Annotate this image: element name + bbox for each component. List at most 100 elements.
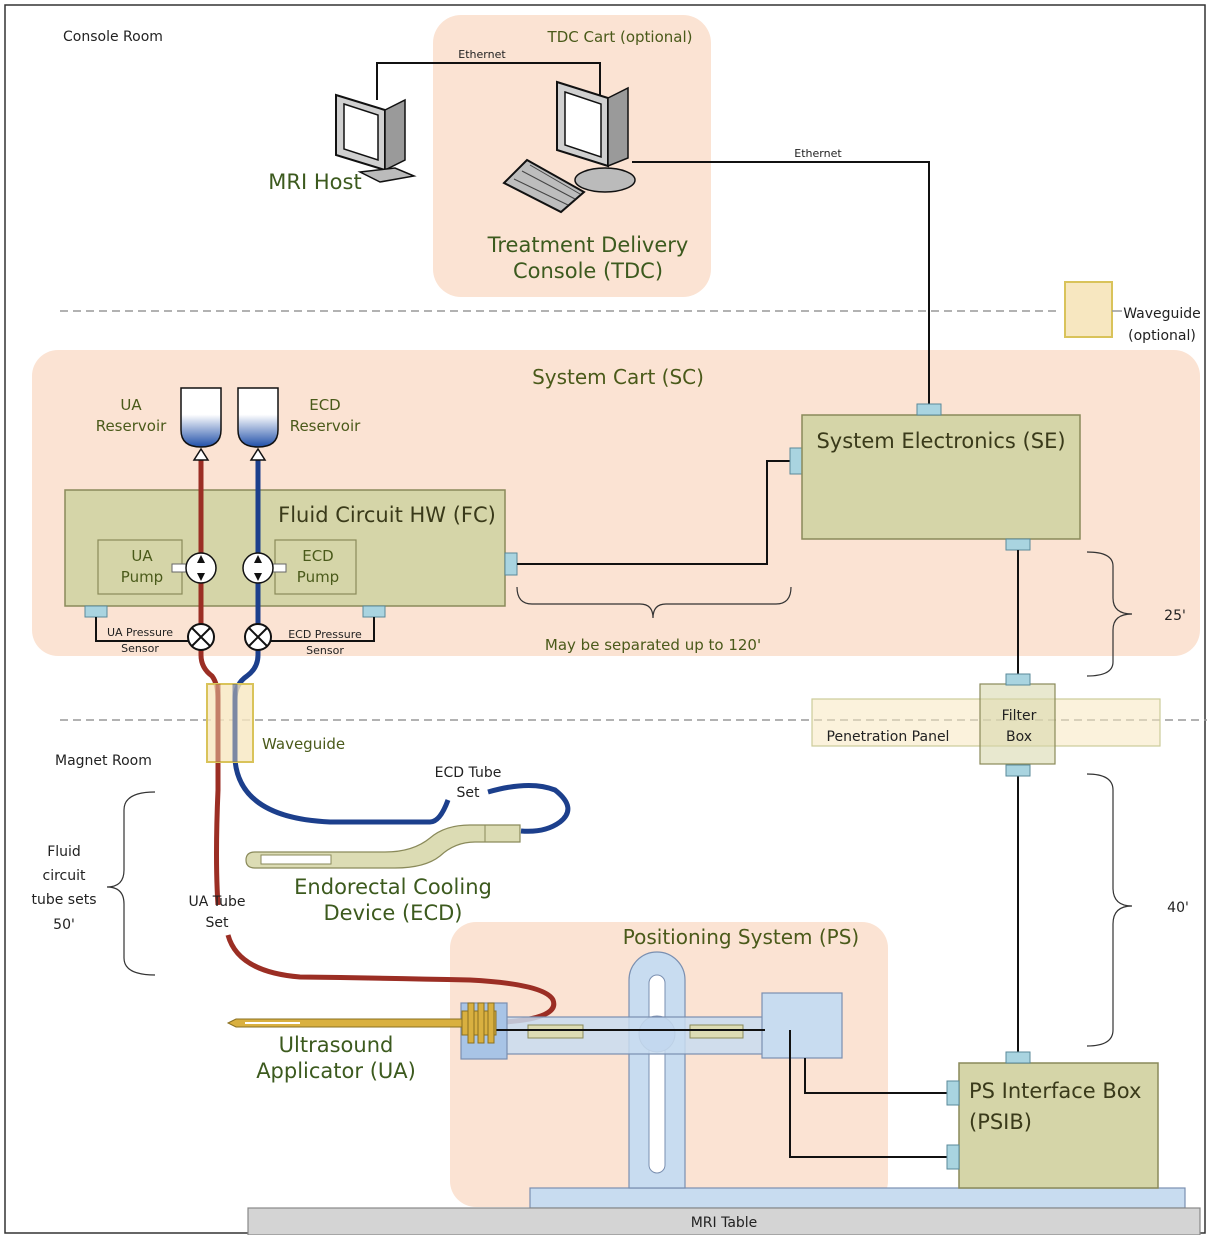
mri-host-label: MRI Host bbox=[268, 170, 361, 194]
se-left-connector bbox=[789, 447, 803, 475]
tdc-cart-zone bbox=[433, 15, 711, 297]
fluid-sets-label-line2: circuit bbox=[43, 868, 86, 884]
ecd-pump-label-line1: ECD bbox=[302, 547, 334, 565]
ua-tube-to-applicator bbox=[225, 934, 557, 1025]
ua-tube-label-line1: UA Tube bbox=[188, 894, 245, 910]
system-electronics-label: System Electronics (SE) bbox=[816, 429, 1065, 453]
filter-box bbox=[979, 683, 1056, 765]
filter-top-connector bbox=[1005, 673, 1031, 686]
reservoir-icon bbox=[180, 387, 222, 448]
ps-arm-slider-left bbox=[527, 1024, 584, 1039]
ua-label-line1: Ultrasound bbox=[279, 1033, 394, 1057]
console-room-label: Console Room bbox=[63, 29, 163, 45]
pump-icon bbox=[242, 552, 287, 584]
waveguide-legend-swatch bbox=[1064, 281, 1113, 338]
ua-pump-label-line2: Pump bbox=[121, 568, 163, 586]
ua-reservoir-label-line1: UA bbox=[120, 396, 142, 414]
ua-pump-box bbox=[97, 539, 183, 595]
ps-arm-slider-right bbox=[689, 1024, 744, 1039]
psib-left-connector-2 bbox=[946, 1144, 960, 1170]
se-top-connector bbox=[916, 403, 942, 416]
brace-icon bbox=[516, 586, 792, 619]
ecd-pressure-label-line2: Sensor bbox=[306, 644, 344, 657]
waveguide-legend-line2: (optional) bbox=[1128, 328, 1196, 344]
tdc-label-line2: Console (TDC) bbox=[513, 259, 663, 283]
ua-pressure-wire bbox=[95, 617, 188, 642]
filter-box-label-line1: Filter bbox=[1002, 708, 1037, 724]
ecd-tube-return bbox=[487, 782, 571, 834]
valve-icon bbox=[244, 623, 272, 651]
se-bottom-connector bbox=[1005, 538, 1031, 551]
ps-psib-cable-2 bbox=[789, 1030, 948, 1158]
fluid-circuit-label: Fluid Circuit HW (FC) bbox=[278, 503, 496, 527]
separated-label: May be separated up to 120' bbox=[545, 636, 761, 654]
pump-icon bbox=[171, 552, 217, 584]
ecd-device-label-line2: Device (ECD) bbox=[324, 901, 463, 925]
brace-icon bbox=[1086, 773, 1133, 1047]
brace-icon bbox=[106, 791, 156, 976]
ecd-reservoir-label-line2: Reservoir bbox=[290, 417, 361, 435]
ecd-device-window bbox=[260, 854, 332, 865]
dist-40-label: 40' bbox=[1167, 900, 1189, 916]
penetration-panel-label: Penetration Panel bbox=[827, 729, 950, 745]
ecd-tube-label-line2: Set bbox=[457, 785, 481, 801]
mri-table-label: MRI Table bbox=[691, 1215, 758, 1231]
valve-icon bbox=[187, 623, 215, 651]
ps-column-slot bbox=[648, 974, 666, 1174]
ps-motor-box bbox=[761, 992, 843, 1059]
dist-25-label: 25' bbox=[1164, 608, 1186, 624]
system-electronics-box bbox=[801, 414, 1081, 540]
monitor-icon bbox=[335, 93, 417, 183]
ethernet-line-se bbox=[632, 161, 930, 404]
ecd-tube-lower bbox=[232, 654, 451, 825]
psib-top-connector bbox=[1005, 1051, 1031, 1064]
fluid-sets-label-line3: tube sets bbox=[31, 892, 96, 908]
ecd-pump-box bbox=[274, 539, 357, 595]
psib-box bbox=[958, 1062, 1159, 1189]
fluid-sets-label-line4: 50' bbox=[53, 917, 75, 933]
psib-left-connector-1 bbox=[946, 1080, 960, 1106]
ethernet-line-top bbox=[376, 62, 601, 100]
waveguide-label: Waveguide bbox=[262, 735, 345, 753]
ua-label-line2: Applicator (UA) bbox=[256, 1059, 416, 1083]
ua-tube-label-line2: Set bbox=[206, 915, 230, 931]
ecd-reservoir-arrow bbox=[249, 447, 267, 461]
ua-pressure-label-line1: UA Pressure bbox=[107, 626, 173, 639]
psib-label-line1: PS Interface Box bbox=[969, 1079, 1141, 1103]
ps-base bbox=[529, 1187, 1186, 1209]
ua-pump-label-line1: UA bbox=[131, 547, 153, 565]
magnet-room-label: Magnet Room bbox=[55, 753, 152, 769]
fc-connector bbox=[504, 552, 518, 576]
filter-bottom-connector bbox=[1005, 764, 1031, 777]
waveguide-legend-line1: Waveguide bbox=[1123, 306, 1201, 322]
ecd-pressure-label-line1: ECD Pressure bbox=[288, 628, 362, 641]
ecd-tube-label-line1: ECD Tube bbox=[435, 765, 502, 781]
reservoir-icon bbox=[237, 387, 279, 448]
tdc-label-line1: Treatment Delivery bbox=[487, 233, 689, 257]
ua-reservoir-arrow bbox=[192, 447, 210, 461]
ethernet-label-right: Ethernet bbox=[794, 147, 842, 160]
ua-pressure-label-line2: Sensor bbox=[121, 642, 159, 655]
ethernet-label-top: Ethernet bbox=[458, 48, 506, 61]
system-cart-label: System Cart (SC) bbox=[532, 365, 704, 389]
ecd-pump-label-line2: Pump bbox=[297, 568, 339, 586]
ecd-pressure-connector bbox=[362, 605, 386, 618]
tdc-cart-label: TDC Cart (optional) bbox=[547, 28, 693, 46]
ecd-device-label-line1: Endorectal Cooling bbox=[294, 875, 492, 899]
ps-psib-cable-1 bbox=[804, 1058, 948, 1094]
ua-reservoir-label-line2: Reservoir bbox=[96, 417, 167, 435]
keyboard-icon bbox=[502, 158, 586, 214]
mri-table bbox=[247, 1207, 1201, 1235]
brace-icon bbox=[1086, 551, 1133, 677]
ecd-reservoir-label-line1: ECD bbox=[309, 396, 341, 414]
filter-box-label-line2: Box bbox=[1006, 729, 1032, 745]
fc-se-cable bbox=[517, 460, 790, 565]
monitor-icon bbox=[556, 80, 636, 193]
fluid-sets-label-line1: Fluid bbox=[47, 844, 81, 860]
waveguide bbox=[206, 683, 254, 763]
ua-pressure-connector bbox=[84, 605, 108, 618]
ecd-pressure-wire bbox=[271, 617, 375, 642]
positioning-system-label: Positioning System (PS) bbox=[623, 925, 859, 949]
psib-label-line2: (PSIB) bbox=[969, 1110, 1032, 1134]
